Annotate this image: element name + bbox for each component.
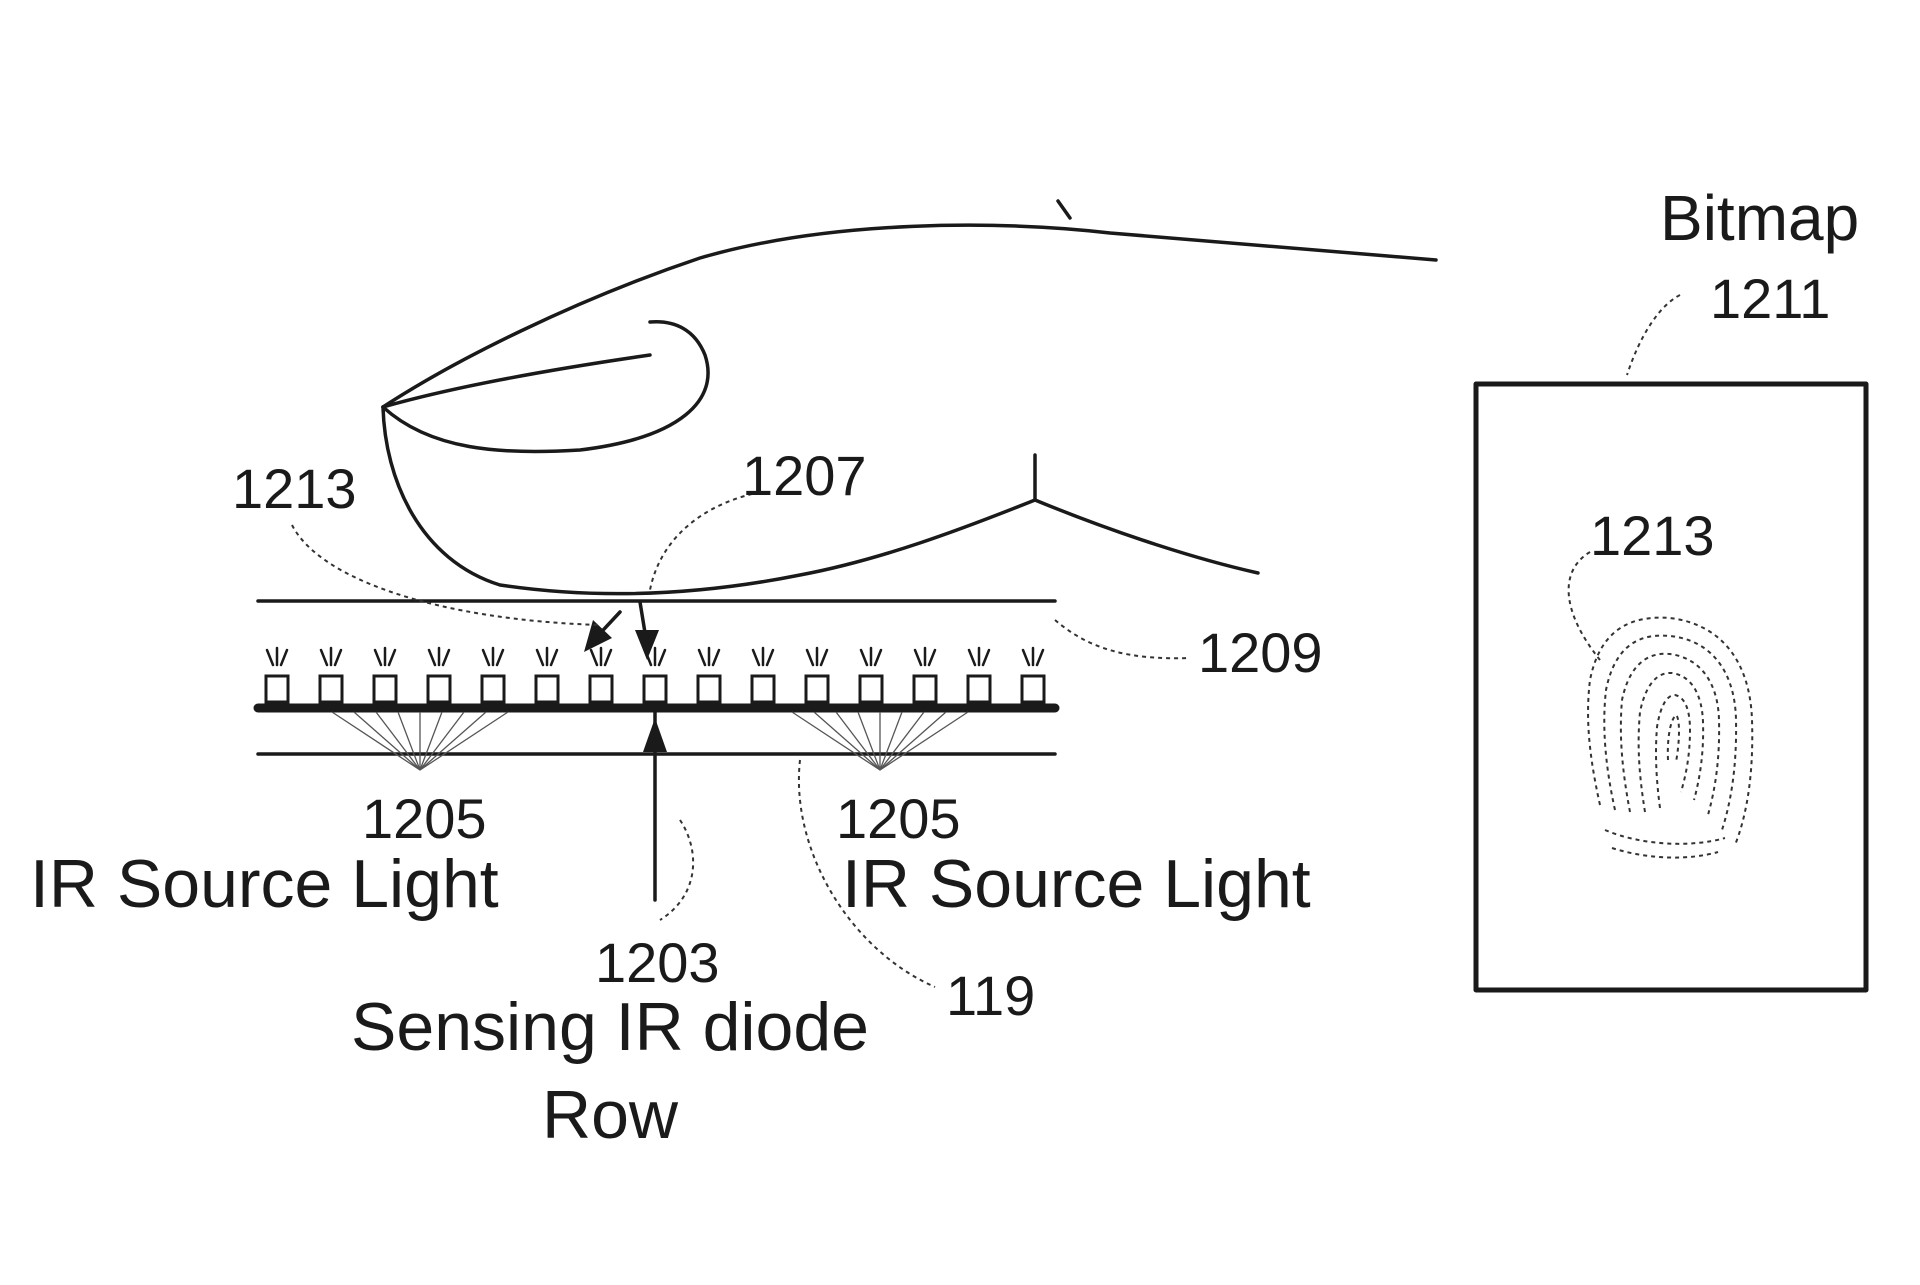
- ir-emission-glyph: [697, 646, 721, 667]
- ir-light-ray: [879, 711, 903, 771]
- ir-emission-glyph: [751, 646, 775, 667]
- caption-diode-line1: Sensing IR diode: [351, 989, 869, 1065]
- ir-diode-cell: [426, 674, 452, 704]
- ir-light-ray: [397, 711, 421, 771]
- ir-diode-cell: [318, 674, 344, 704]
- caption-ir-source-right: IR Source Light: [842, 846, 1311, 922]
- ir-emission-glyph: [535, 646, 559, 667]
- ir-light-ray: [419, 711, 443, 771]
- ir-light-ray: [353, 711, 421, 771]
- caption-diode-line2: Row: [542, 1077, 679, 1153]
- ir-diode-cell: [912, 674, 938, 704]
- label-1207: 1207: [742, 444, 867, 507]
- labels: Bitmap 1211 1213 1207 1209 1213 1205 120…: [30, 182, 1859, 1153]
- bitmap-panel: [1473, 381, 1869, 993]
- ir-light-ray: [879, 711, 969, 771]
- label-1213-print: 1213: [1590, 504, 1715, 567]
- ir-diode-cell: [750, 674, 776, 704]
- ir-emission-glyph: [859, 646, 883, 667]
- caption-ir-source-left: IR Source Light: [30, 846, 499, 922]
- ir-diode-cell: [264, 674, 290, 704]
- ir-diode-cell: [480, 674, 506, 704]
- ir-light-ray: [835, 711, 881, 771]
- ir-emission-glyph: [589, 646, 613, 667]
- ir-diode-cell: [588, 674, 614, 704]
- ir-emission-glyph: [481, 646, 505, 667]
- label-1213-nail: 1213: [232, 457, 357, 520]
- sensor-stack: [253, 599, 1060, 771]
- ir-diode-cell: [1020, 674, 1046, 704]
- ir-light-ray: [419, 711, 509, 771]
- ir-light-ray: [857, 711, 881, 771]
- ir-light-ray: [879, 711, 947, 771]
- label-1209: 1209: [1198, 621, 1323, 684]
- finger-outline: [381, 199, 1438, 596]
- fingerprint-image: [1587, 616, 1754, 859]
- label-1205-left: 1205: [362, 787, 487, 850]
- ir-emission-glyph: [913, 646, 937, 667]
- ir-diode-cell: [696, 674, 722, 704]
- ir-emission-glyph: [427, 646, 451, 667]
- bitmap-title: Bitmap: [1660, 182, 1859, 254]
- ir-light-ray: [791, 711, 881, 771]
- ir-emission-glyph: [967, 646, 991, 667]
- ir-diode-cell: [804, 674, 830, 704]
- label-119: 119: [946, 964, 1035, 1027]
- ir-light-ray: [419, 711, 465, 771]
- ir-light-ray: [879, 711, 925, 771]
- ir-light-ray: [419, 711, 487, 771]
- ir-diode-cell: [372, 674, 398, 704]
- ir-diode-cell: [858, 674, 884, 704]
- label-1211: 1211: [1710, 267, 1830, 330]
- ir-emission-glyph: [805, 646, 829, 667]
- ir-light-ray: [331, 711, 421, 771]
- ir-diode-cell: [642, 674, 668, 704]
- label-1205-right: 1205: [836, 787, 961, 850]
- ir-diode-row: [264, 646, 1046, 771]
- ir-emission-glyph: [1021, 646, 1045, 667]
- label-1203: 1203: [595, 931, 720, 994]
- leaders: [291, 294, 1681, 988]
- ir-light-ray: [375, 711, 421, 771]
- ir-diode-cell: [534, 674, 560, 704]
- ir-emission-glyph: [265, 646, 289, 667]
- ir-diode-cell: [966, 674, 992, 704]
- ir-light-ray: [813, 711, 881, 771]
- ir-emission-glyph: [373, 646, 397, 667]
- ir-emission-glyph: [319, 646, 343, 667]
